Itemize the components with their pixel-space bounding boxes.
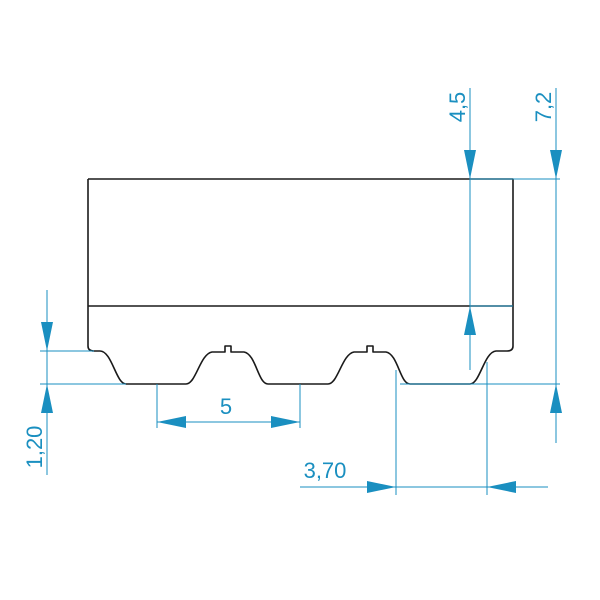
arrow-tooth-height-top [41,322,53,351]
arrow-total-height-bottom [550,384,562,413]
arrow-pitch-left [157,416,186,428]
dimension-total-height: 7,2 [531,88,562,443]
arrow-pitch-right [271,416,300,428]
dimension-body-height: 4,5 [445,88,476,370]
arrow-tooth-width-right [487,481,516,493]
belt-body-outline [88,178,514,346]
label-body-height: 4,5 [445,92,470,123]
label-tooth-height: 1,20 [22,426,47,469]
arrow-tooth-height-bottom [41,384,53,413]
label-total-height: 7,2 [531,92,556,123]
belt-tooth-profile [87,345,514,385]
extension-lines [40,178,560,495]
dimension-tooth-height: 1,20 [22,290,53,475]
label-pitch: 5 [220,394,232,419]
dimension-tooth-width: 3,70 [300,458,548,493]
arrow-body-height-top [464,150,476,179]
arrow-tooth-width-left [367,481,396,493]
arrow-total-height-top [550,150,562,179]
dimension-pitch: 5 [157,394,300,428]
label-tooth-width: 3,70 [304,458,347,483]
belt-outline [87,178,514,385]
arrow-body-height-bottom [464,306,476,335]
